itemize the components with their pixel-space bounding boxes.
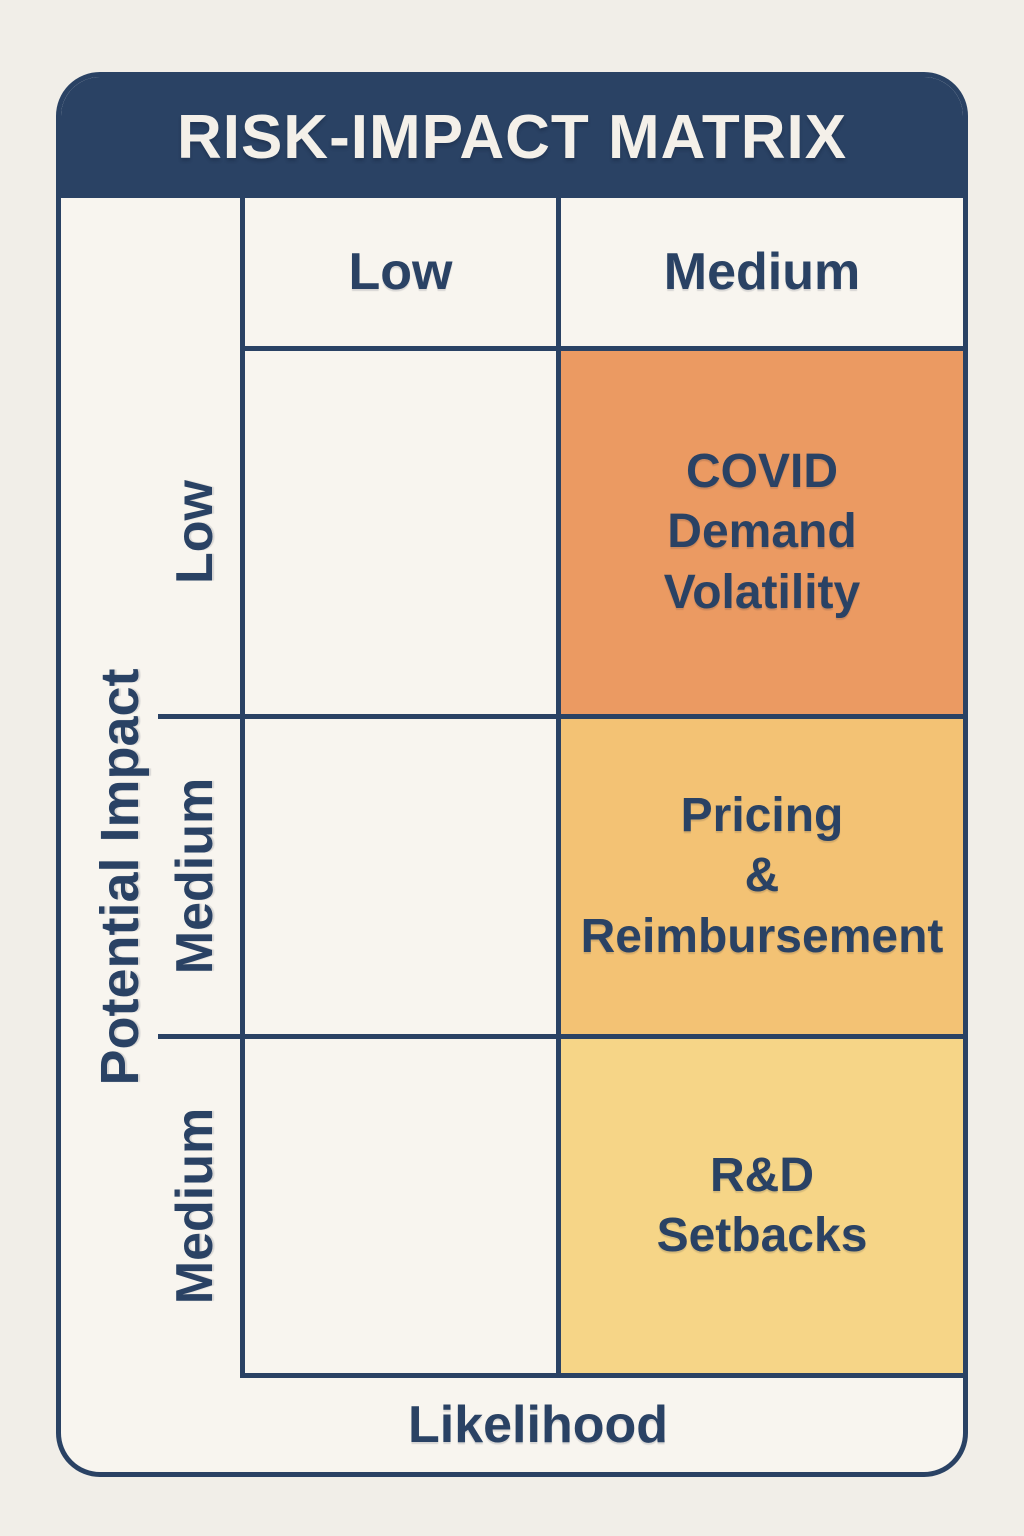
risk-matrix-card: RISK-IMPACT MATRIX Low Medium COVID Dema… [56, 72, 968, 1477]
matrix-body: RISK-IMPACT MATRIX Low Medium COVID Dema… [61, 77, 963, 1472]
row-label-medium-1: Medium [166, 777, 224, 975]
row-divider-line-2 [158, 1034, 963, 1039]
table-left-border [240, 198, 245, 1378]
y-axis-label-potential-impact: Potential Impact [90, 668, 150, 1086]
cell-rd-setbacks: R&D Setbacks [561, 1039, 963, 1373]
card-header: RISK-IMPACT MATRIX [61, 77, 963, 198]
matrix-title: RISK-IMPACT MATRIX [176, 103, 848, 172]
x-axis-label-likelihood: Likelihood [408, 1395, 668, 1454]
cell-covid-demand-volatility: COVID Demand Volatility [561, 351, 963, 714]
table-bottom-border [240, 1373, 963, 1378]
cell-pricing-reimbursement: Pricing & Reimbursement [561, 719, 963, 1034]
column-header-low: Low [348, 243, 453, 301]
column-header-medium: Medium [663, 243, 861, 301]
header-row-divider-line [240, 346, 963, 351]
row-divider-line-1 [158, 714, 963, 719]
row-label-low: Low [166, 480, 224, 584]
column-divider-line [556, 198, 561, 1378]
row-label-medium-2: Medium [166, 1107, 224, 1305]
